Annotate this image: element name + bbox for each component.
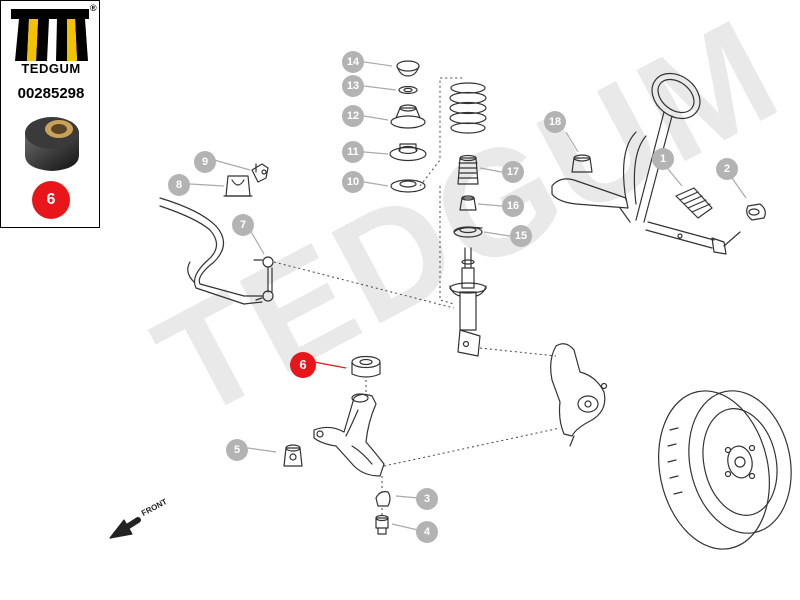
stabilizer-link — [253, 256, 274, 302]
bushing-product-photo — [25, 117, 79, 171]
callout-13: 13 — [342, 75, 364, 97]
stabilizer-bushing — [223, 175, 253, 197]
callout-9: 9 — [194, 151, 216, 173]
ball-joint-boot — [375, 491, 391, 507]
callout-6: 6 — [290, 352, 316, 378]
steering-rack-bushing — [571, 154, 593, 173]
steering-rack-boot — [675, 187, 713, 219]
rear-arm-bushing — [283, 444, 303, 467]
tie-rod-end-boot — [746, 203, 766, 221]
ball-joint — [375, 514, 389, 535]
brand-info-panel: ® TEDGUM 00285298 6 — [0, 0, 100, 228]
callout-15: 15 — [510, 225, 532, 247]
shock-absorber-strut — [449, 247, 487, 357]
brand-logo — [11, 9, 89, 61]
callout-2: 2 — [716, 158, 738, 180]
callout-10: 10 — [342, 171, 364, 193]
callout-14: 14 — [342, 51, 364, 73]
strut-mount-stack — [389, 60, 427, 193]
callout-3: 3 — [416, 488, 438, 510]
stabilizer-bracket — [251, 163, 269, 183]
callout-12: 12 — [342, 105, 364, 127]
callout-11: 11 — [342, 141, 364, 163]
lower-control-arm — [313, 393, 385, 477]
callout-8: 8 — [168, 174, 190, 196]
brand-name: TEDGUM — [21, 61, 81, 76]
coil-spring — [449, 82, 487, 134]
tie-rod-end — [645, 221, 741, 255]
callout-17: 17 — [502, 161, 524, 183]
control-arm-bushing — [351, 355, 381, 378]
callout-16: 16 — [502, 195, 524, 217]
wheel-tire — [658, 390, 792, 550]
part-number: 00285298 — [17, 85, 85, 102]
stabilizer-bar — [159, 197, 263, 305]
callout-18: 18 — [544, 111, 566, 133]
spring-seat-insulator — [453, 226, 483, 238]
bump-stop — [457, 154, 479, 185]
steering-knuckle — [550, 343, 608, 447]
front-direction-arrow — [109, 517, 141, 539]
callout-leaders — [189, 61, 747, 531]
relation-lines — [273, 77, 561, 518]
registered-mark: ® — [90, 3, 97, 13]
callout-4: 4 — [416, 521, 438, 543]
callout-7: 7 — [232, 214, 254, 236]
callout-1: 1 — [652, 148, 674, 170]
strut-buffer — [459, 195, 477, 211]
callout-5: 5 — [226, 439, 248, 461]
steering-column — [551, 72, 701, 223]
selected-position-badge: 6 — [32, 181, 70, 219]
